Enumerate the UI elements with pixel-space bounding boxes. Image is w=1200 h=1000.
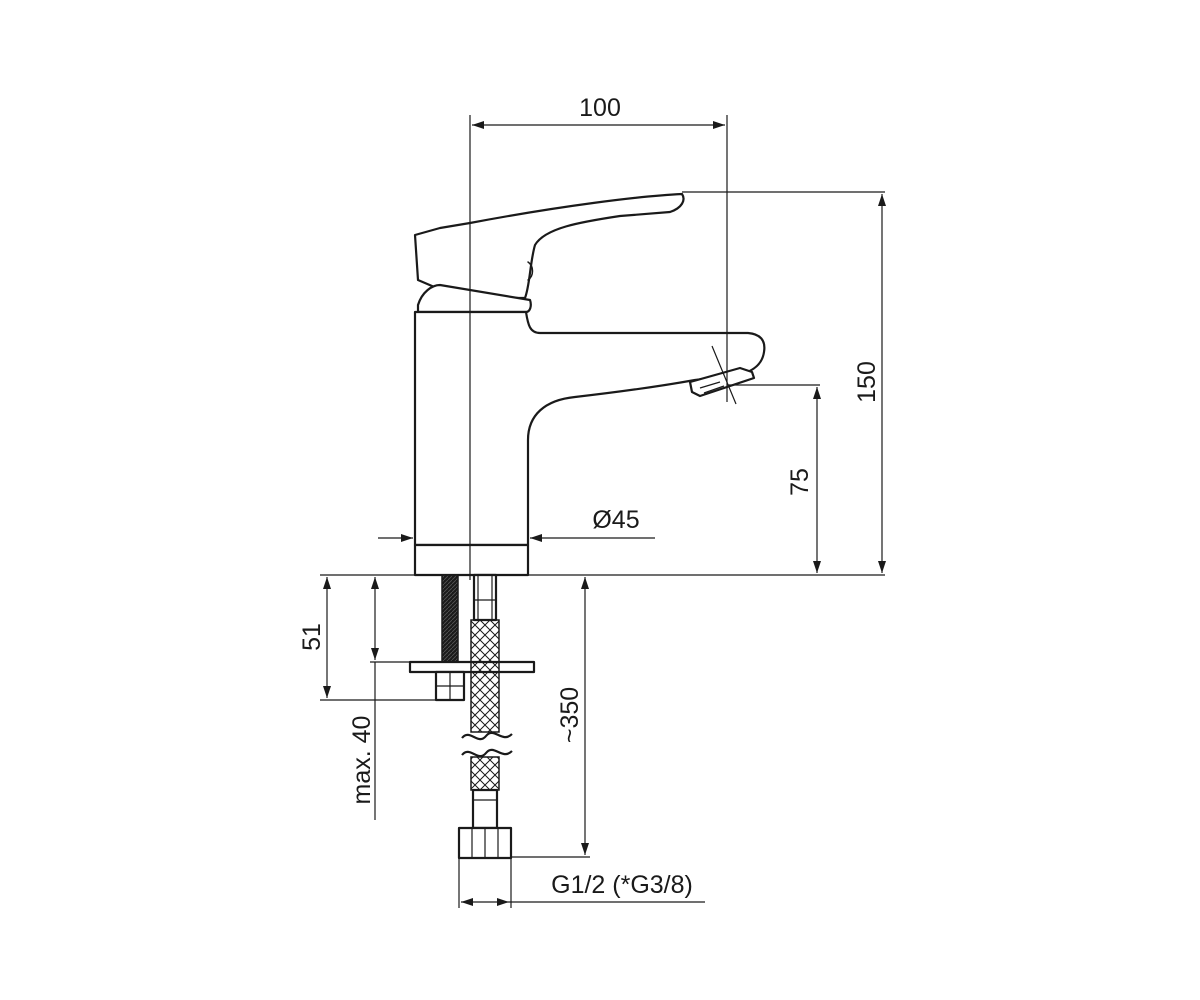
cartridge-cap xyxy=(416,283,532,314)
lever-handle xyxy=(413,192,685,300)
label-diameter: Ø45 xyxy=(592,506,639,534)
hose-break-top xyxy=(461,731,513,741)
faucet-outline xyxy=(413,192,766,577)
hose-ferrule xyxy=(471,788,499,830)
lever-pivot xyxy=(527,261,534,281)
aerator xyxy=(688,366,756,398)
label-thread: G1/2 (*G3/8) xyxy=(551,871,693,899)
dimension-lines xyxy=(323,121,886,906)
threaded-rod xyxy=(441,574,459,666)
braided-hose-lower xyxy=(470,756,500,791)
aerator-detail xyxy=(699,381,725,394)
mounting-parts xyxy=(408,573,536,860)
label-shank-length: 51 xyxy=(298,623,326,651)
label-spout-height: 75 xyxy=(786,468,814,496)
hose-connector xyxy=(472,573,498,622)
label-hose-length: ~350 xyxy=(556,687,584,743)
braided-hose-upper xyxy=(470,619,500,733)
label-total-height: 150 xyxy=(853,361,881,403)
construction-lines xyxy=(320,115,885,908)
base-ring xyxy=(413,543,530,577)
label-max-thickness: max. 40 xyxy=(348,716,376,805)
label-reach: 100 xyxy=(579,94,621,122)
dimension-labels: 100 150 75 Ø45 51 max. 40 ~350 G1/2 (*G3… xyxy=(298,94,881,899)
hose-break-bottom xyxy=(461,748,513,758)
